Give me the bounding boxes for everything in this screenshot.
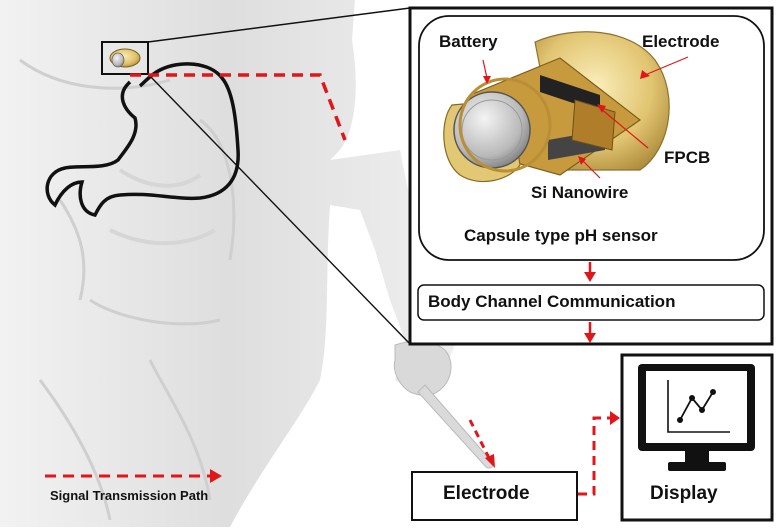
label-battery: Battery <box>439 32 498 51</box>
stomach-outline <box>45 62 240 217</box>
electrode-box <box>411 471 578 521</box>
callout-nanowire <box>581 159 601 179</box>
label-fpcb: FPCB <box>664 148 711 167</box>
capsule-panel-title: Capsule type pH sensor <box>464 226 658 245</box>
legend-arrowhead <box>210 469 222 483</box>
display-label: Display <box>650 483 718 504</box>
arrow-bcc-down-head <box>584 333 596 343</box>
signal-path-hand-arrowhead <box>485 454 495 468</box>
bcc-box <box>417 284 765 321</box>
electrode-box-label: Electrode <box>443 483 530 504</box>
label-electrode-capsule: Electrode <box>642 32 720 51</box>
signal-path-to-display <box>578 416 610 496</box>
arrow-capsule-to-bcc-head <box>584 272 596 282</box>
signal-path-to-display-head <box>610 411 620 425</box>
zoom-line-bottom <box>147 73 411 345</box>
callout-battery <box>482 59 488 79</box>
callout-fpcb <box>599 107 649 149</box>
legend-label: Signal Transmission Path <box>50 488 209 503</box>
line-graph-icon <box>667 380 730 433</box>
bcc-label: Body Channel Communication <box>428 292 676 311</box>
torso-illustration <box>0 0 455 527</box>
hand-pointing-illustration <box>393 340 494 469</box>
signal-path-body <box>130 73 347 141</box>
capsule-sensor-small-icon <box>109 48 141 68</box>
capsule-location-box <box>101 41 149 75</box>
callout-battery-arrowhead <box>483 76 491 84</box>
callout-nanowire-arrowhead <box>578 156 586 165</box>
callout-electrode-arrowhead <box>640 70 650 79</box>
callout-electrode <box>644 56 689 76</box>
callout-fpcb-arrowhead <box>597 104 606 113</box>
capsule-sensor-icon <box>443 31 670 183</box>
label-si-nanowire: Si Nanowire <box>531 183 629 202</box>
zoom-line-top <box>147 7 411 43</box>
